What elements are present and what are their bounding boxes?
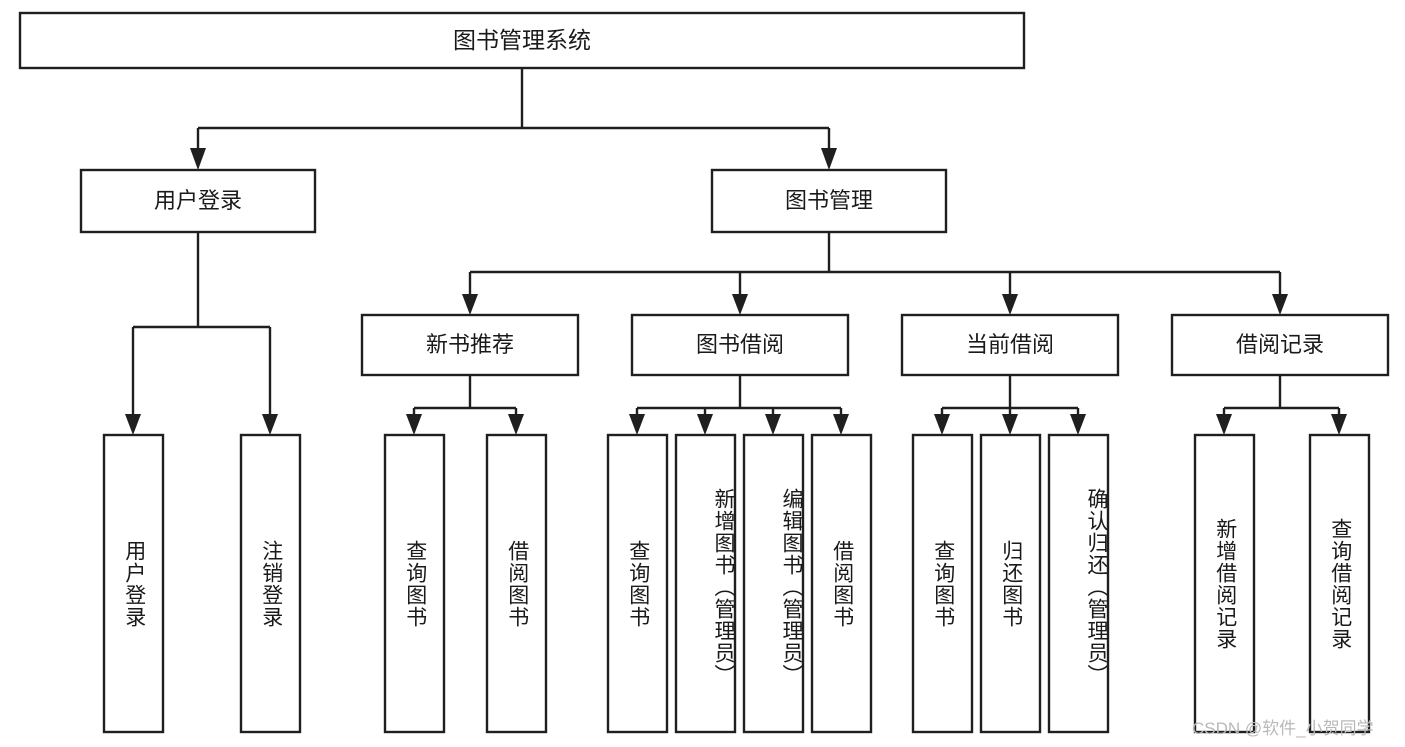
node-borrow-record-label: 借阅记录: [1236, 332, 1324, 357]
node-user-login-label: 用户登录: [154, 188, 242, 213]
node-leaf-add-book-box[interactable]: [674, 433, 737, 734]
arrow-bb-l3: [765, 414, 781, 435]
arrow-user-login-l2: [262, 414, 278, 435]
node-leaf-query-book-2-box[interactable]: [606, 433, 669, 734]
connector-group-book-manage: [462, 232, 1288, 315]
arrow-bm-to-current-borrow: [1002, 294, 1018, 315]
node-leaf-query-book-1-box[interactable]: [383, 433, 446, 734]
node-leaf-query-book-3-box[interactable]: [911, 433, 974, 734]
node-current-borrow-label: 当前借阅: [966, 332, 1054, 357]
node-leaf-return-book-box[interactable]: [979, 433, 1042, 734]
node-leaf-borrow-book-2-box[interactable]: [810, 433, 873, 734]
arrow-cb-l1: [934, 414, 950, 435]
connector-group-new-book-recommend: [406, 375, 524, 435]
node-new-book-recommend[interactable]: 新书推荐: [360, 313, 580, 377]
node-leaf-logout-box[interactable]: [239, 433, 302, 734]
node-book-manage[interactable]: 图书管理: [710, 168, 948, 234]
arrow-nbr-l1: [406, 414, 422, 435]
arrow-bm-to-new-book-recommend: [462, 294, 478, 315]
csdn-watermark: CSDN @软件_小贺同学: [1192, 719, 1374, 738]
node-user-login[interactable]: 用户登录: [79, 168, 317, 234]
node-book-borrow-label: 图书借阅: [696, 332, 784, 357]
node-leaf-user-login-box[interactable]: [102, 433, 165, 734]
node-current-borrow-box[interactable]: [900, 313, 1120, 377]
arrow-cb-l3: [1070, 414, 1086, 435]
arrow-br-l1: [1216, 414, 1232, 435]
arrow-nbr-l2: [508, 414, 524, 435]
leaf-boxes: [102, 433, 1371, 734]
node-current-borrow[interactable]: 当前借阅: [900, 313, 1120, 377]
connector-group-user-login: [125, 232, 278, 435]
node-borrow-record-box[interactable]: [1170, 313, 1390, 377]
arrow-root-to-user-login: [190, 148, 206, 170]
node-leaf-query-record-box[interactable]: [1308, 433, 1371, 734]
node-book-manage-box[interactable]: [710, 168, 948, 234]
node-root-box[interactable]: [18, 11, 1026, 70]
arrow-bm-to-borrow-record: [1272, 294, 1288, 315]
node-root-label: 图书管理系统: [453, 27, 591, 53]
node-new-book-recommend-label: 新书推荐: [426, 332, 514, 357]
node-leaf-edit-book-box[interactable]: [742, 433, 805, 734]
arrow-cb-l2: [1002, 414, 1018, 435]
arrow-bb-l4: [833, 414, 849, 435]
node-leaf-add-record-box[interactable]: [1193, 433, 1256, 734]
node-book-borrow-box[interactable]: [630, 313, 850, 377]
arrow-bb-l2: [697, 414, 713, 435]
node-leaf-borrow-book-1-box[interactable]: [485, 433, 548, 734]
arrow-root-to-book-manage: [821, 148, 837, 170]
node-user-login-box[interactable]: [79, 168, 317, 234]
node-book-manage-label: 图书管理: [785, 188, 873, 213]
node-root[interactable]: 图书管理系统: [18, 11, 1026, 70]
node-borrow-record[interactable]: 借阅记录: [1170, 313, 1390, 377]
connector-group-current-borrow: [934, 375, 1086, 435]
node-new-book-recommend-box[interactable]: [360, 313, 580, 377]
connector-group-root: [190, 68, 837, 170]
node-leaf-confirm-return-box[interactable]: [1047, 433, 1110, 734]
arrow-user-login-l1: [125, 414, 141, 435]
connector-group-borrow-record: [1216, 375, 1347, 435]
arrow-br-l2: [1331, 414, 1347, 435]
arrow-bb-l1: [629, 414, 645, 435]
node-book-borrow[interactable]: 图书借阅: [630, 313, 850, 377]
connector-group-book-borrow: [629, 375, 849, 435]
arrow-bm-to-book-borrow: [732, 294, 748, 315]
